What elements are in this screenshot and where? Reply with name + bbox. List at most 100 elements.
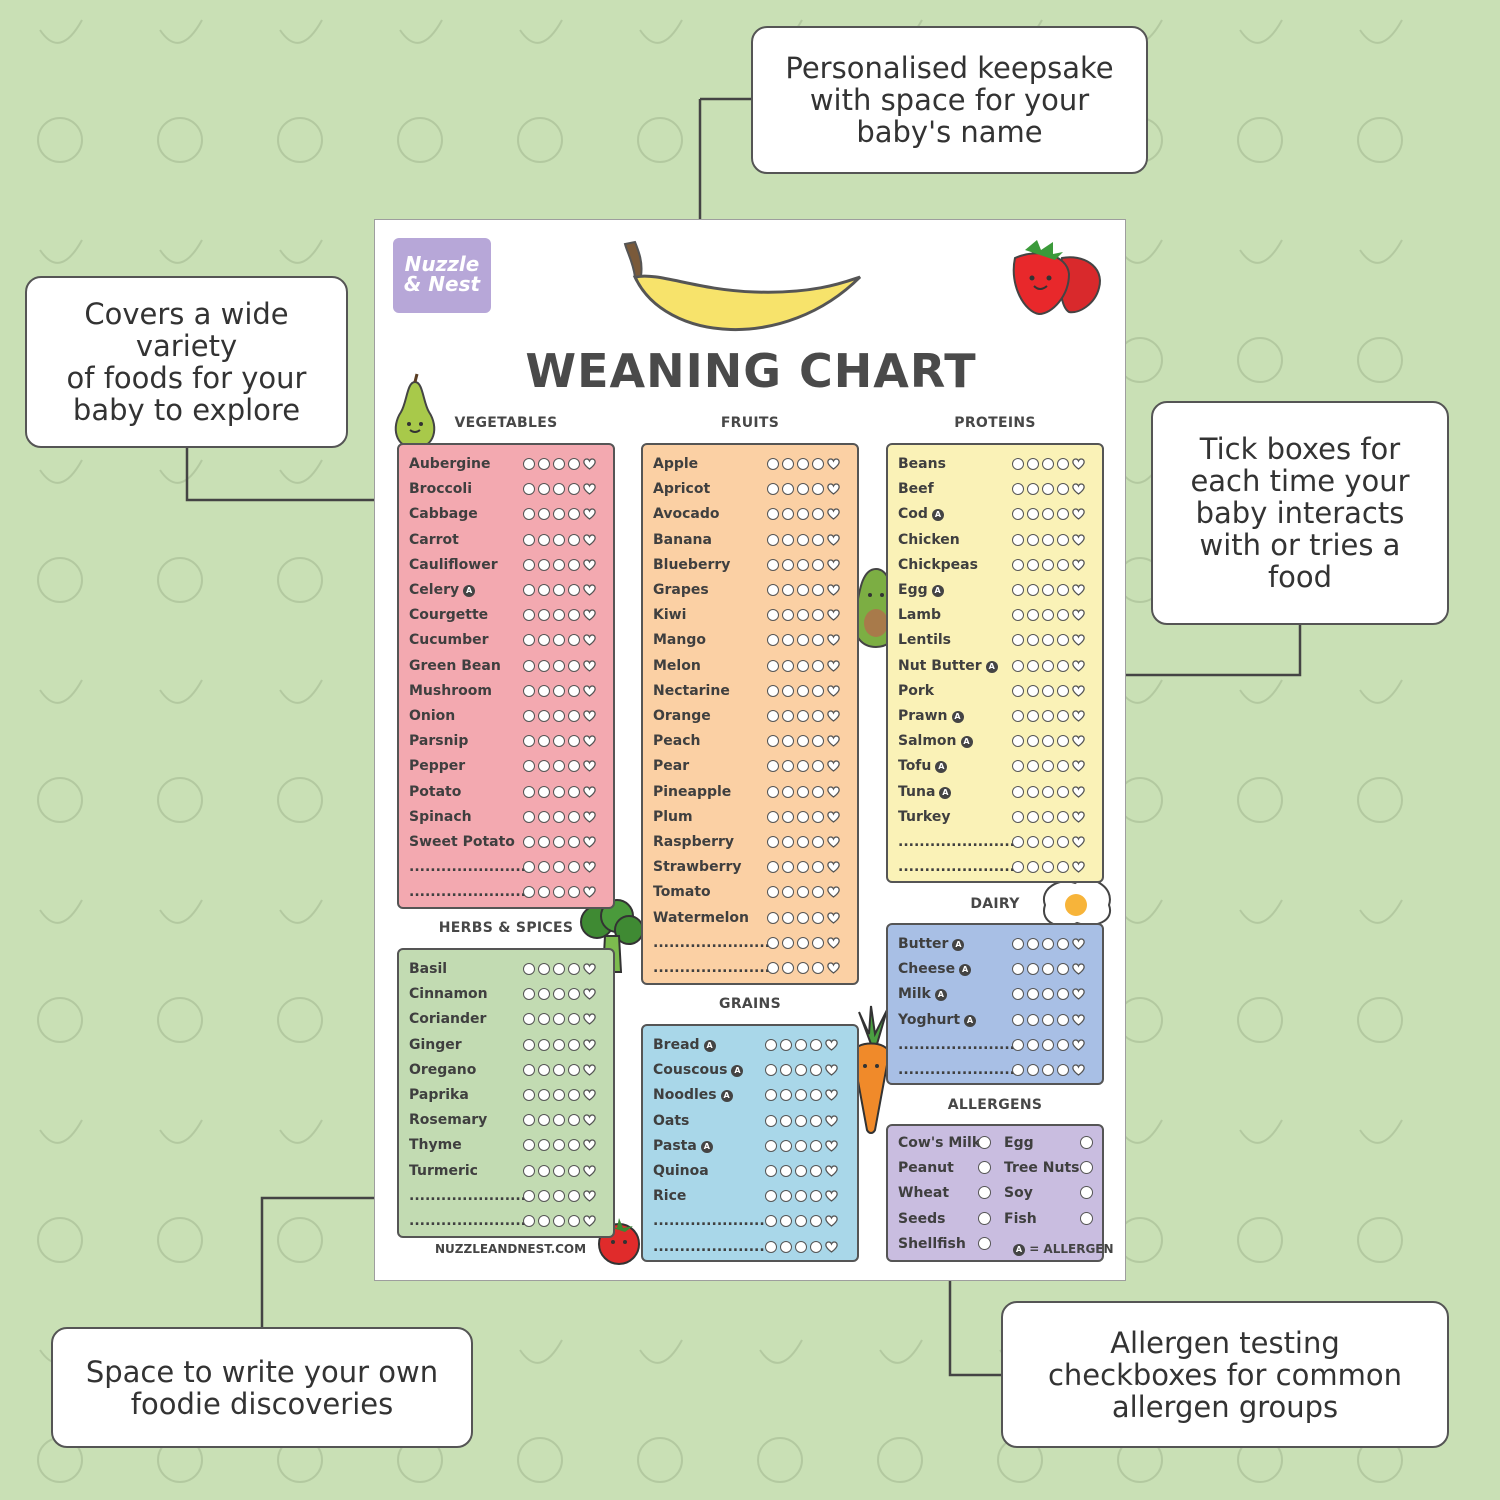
tick-circle[interactable]: [782, 836, 794, 848]
allergen-checkbox[interactable]: [1080, 1211, 1093, 1225]
tick-circle[interactable]: [765, 1240, 777, 1253]
tick-circle[interactable]: [1042, 760, 1054, 773]
tick-circle[interactable]: [553, 1089, 565, 1101]
heart-tick-icon[interactable]: [827, 609, 840, 621]
tick-circle[interactable]: [568, 659, 580, 672]
heart-tick-icon[interactable]: [1072, 559, 1085, 571]
tick-circle[interactable]: [1012, 785, 1024, 798]
heart-tick-icon[interactable]: [825, 1089, 838, 1102]
tick-circle[interactable]: [538, 1013, 550, 1026]
tick-circle[interactable]: [795, 1064, 807, 1077]
tick-circle[interactable]: [568, 861, 580, 874]
tick-circle[interactable]: [767, 558, 779, 571]
tick-circle[interactable]: [523, 1114, 535, 1127]
tick-circle[interactable]: [1042, 659, 1054, 672]
heart-tick-icon[interactable]: [583, 1190, 596, 1202]
tick-circle[interactable]: [1057, 836, 1069, 848]
tick-circle[interactable]: [1027, 684, 1039, 697]
tick-circle[interactable]: [553, 785, 565, 798]
tick-circle[interactable]: [538, 1038, 550, 1051]
tick-circle[interactable]: [782, 684, 794, 697]
tick-circle[interactable]: [538, 1139, 550, 1152]
tick-circle[interactable]: [795, 1039, 807, 1051]
tick-circle[interactable]: [523, 785, 535, 798]
allergen-checkbox[interactable]: [978, 1186, 991, 1200]
tick-circle[interactable]: [782, 609, 794, 622]
allergen-checkbox[interactable]: [978, 1211, 991, 1225]
tick-circle[interactable]: [782, 886, 794, 899]
tick-circle[interactable]: [1057, 710, 1069, 722]
tick-circle[interactable]: [1027, 963, 1039, 976]
tick-circle[interactable]: [523, 1089, 535, 1101]
tick-circle[interactable]: [797, 962, 809, 974]
allergen-checkbox[interactable]: [978, 1236, 991, 1250]
tick-circle[interactable]: [1012, 634, 1024, 647]
tick-circle[interactable]: [767, 810, 779, 823]
heart-tick-icon[interactable]: [1072, 584, 1085, 596]
tick-circle[interactable]: [553, 609, 565, 622]
tick-circle[interactable]: [553, 558, 565, 571]
tick-circle[interactable]: [568, 988, 580, 1001]
tick-circle[interactable]: [553, 1063, 565, 1076]
tick-circle[interactable]: [780, 1039, 792, 1051]
tick-circle[interactable]: [553, 836, 565, 848]
tick-circle[interactable]: [538, 458, 550, 470]
tick-circle[interactable]: [568, 458, 580, 470]
heart-tick-icon[interactable]: [827, 533, 840, 546]
tick-circle[interactable]: [1057, 508, 1069, 521]
tick-circle[interactable]: [568, 1013, 580, 1026]
tick-circle[interactable]: [538, 1164, 550, 1177]
tick-circle[interactable]: [812, 962, 824, 974]
tick-circle[interactable]: [553, 634, 565, 647]
heart-tick-icon[interactable]: [827, 886, 840, 899]
heart-tick-icon[interactable]: [827, 735, 840, 747]
tick-circle[interactable]: [1027, 558, 1039, 571]
heart-tick-icon[interactable]: [1072, 938, 1085, 950]
heart-tick-icon[interactable]: [1072, 1013, 1085, 1026]
tick-circle[interactable]: [553, 861, 565, 874]
heart-tick-icon[interactable]: [1072, 458, 1085, 470]
tick-circle[interactable]: [1057, 735, 1069, 748]
tick-circle[interactable]: [767, 785, 779, 798]
tick-circle[interactable]: [797, 533, 809, 546]
tick-circle[interactable]: [797, 710, 809, 722]
tick-circle[interactable]: [1042, 710, 1054, 722]
tick-circle[interactable]: [568, 483, 580, 496]
tick-circle[interactable]: [767, 911, 779, 924]
heart-tick-icon[interactable]: [827, 911, 840, 924]
tick-circle[interactable]: [1027, 1064, 1039, 1076]
tick-circle[interactable]: [1012, 861, 1024, 874]
tick-circle[interactable]: [523, 1139, 535, 1152]
tick-circle[interactable]: [538, 836, 550, 848]
tick-circle[interactable]: [767, 886, 779, 899]
tick-circle[interactable]: [538, 483, 550, 496]
tick-circle[interactable]: [767, 710, 779, 722]
tick-circle[interactable]: [568, 609, 580, 622]
tick-circle[interactable]: [797, 911, 809, 924]
tick-circle[interactable]: [780, 1139, 792, 1152]
tick-circle[interactable]: [1012, 584, 1024, 596]
tick-circle[interactable]: [1027, 710, 1039, 722]
heart-tick-icon[interactable]: [583, 659, 596, 672]
tick-circle[interactable]: [1042, 735, 1054, 748]
tick-circle[interactable]: [1057, 938, 1069, 950]
tick-circle[interactable]: [767, 659, 779, 672]
tick-circle[interactable]: [523, 760, 535, 773]
tick-circle[interactable]: [767, 836, 779, 848]
tick-circle[interactable]: [1057, 558, 1069, 571]
tick-circle[interactable]: [1027, 584, 1039, 596]
tick-circle[interactable]: [568, 634, 580, 647]
tick-circle[interactable]: [1012, 558, 1024, 571]
tick-circle[interactable]: [765, 1114, 777, 1127]
heart-tick-icon[interactable]: [1072, 836, 1085, 848]
tick-circle[interactable]: [553, 684, 565, 697]
heart-tick-icon[interactable]: [825, 1190, 838, 1202]
tick-circle[interactable]: [538, 710, 550, 722]
tick-circle[interactable]: [782, 458, 794, 470]
tick-circle[interactable]: [1042, 1038, 1054, 1051]
tick-circle[interactable]: [1042, 634, 1054, 647]
tick-circle[interactable]: [538, 760, 550, 773]
tick-circle[interactable]: [538, 1089, 550, 1101]
tick-circle[interactable]: [795, 1139, 807, 1152]
tick-circle[interactable]: [553, 1013, 565, 1026]
